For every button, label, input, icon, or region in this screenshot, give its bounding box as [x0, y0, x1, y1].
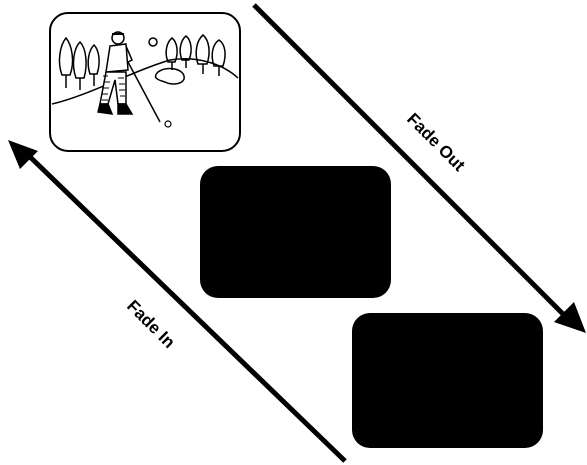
- golf-ball: [164, 120, 172, 128]
- golfer-figure: [97, 31, 161, 123]
- hill-line: [51, 58, 239, 105]
- golf-scene-frame: [49, 12, 241, 152]
- bunker-shape: [154, 67, 185, 85]
- fade-in-label: Fade In: [123, 296, 179, 352]
- fade-in-arrow: [8, 140, 347, 463]
- tree-icons: [58, 34, 226, 90]
- fade-out-arrow: [252, 3, 586, 333]
- black-frame-middle: [200, 166, 391, 298]
- black-frame-bottom: [352, 313, 543, 448]
